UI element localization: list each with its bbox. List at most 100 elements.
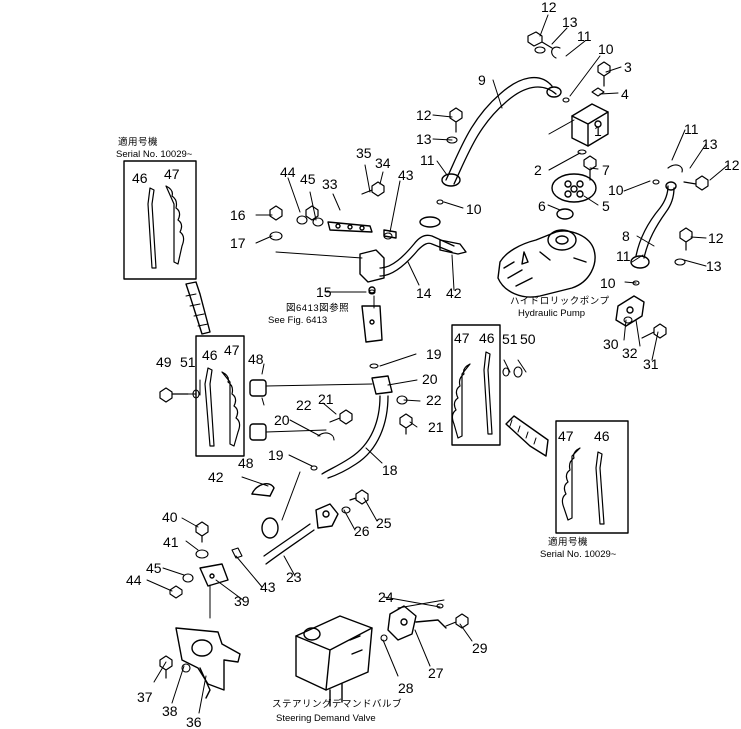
clamp-42 — [251, 483, 275, 497]
valve-caption-jp: ステアリングデマンドバルブ — [272, 699, 403, 710]
callout: 11 — [684, 121, 699, 137]
strap-parts — [147, 185, 605, 525]
callout: 4 — [621, 86, 629, 102]
see-fig-en: See Fig. 6413 — [268, 315, 328, 326]
pump-caption-en: Hydraulic Pump — [518, 308, 586, 319]
callout: 8 — [622, 228, 630, 244]
callout: 39 — [234, 593, 250, 609]
callout: 6 — [538, 198, 546, 214]
bracket-39 — [199, 563, 229, 587]
o-ring-6 — [556, 208, 574, 220]
clamp-42-base — [251, 493, 271, 497]
callout: 13 — [562, 14, 578, 30]
callout: 28 — [398, 680, 414, 696]
callout: 51 — [180, 354, 196, 370]
callout: 43 — [398, 167, 414, 183]
callout: 1 — [594, 123, 602, 139]
callout: 2 — [534, 162, 542, 178]
callout: 5 — [602, 198, 610, 214]
callout: 15 — [316, 284, 332, 300]
callout: 10 — [608, 182, 624, 198]
hose-9 — [441, 76, 562, 187]
pump-block-1 — [571, 103, 609, 147]
arrows — [185, 281, 549, 457]
see-fig-jp: 図6413図参照 — [286, 303, 350, 314]
callout: 42 — [446, 285, 462, 301]
callout: 21 — [318, 391, 334, 407]
callout: 49 — [156, 354, 172, 370]
callout: 47 — [454, 330, 470, 346]
callout: 33 — [322, 176, 338, 192]
callout: 47 — [558, 428, 574, 444]
callout: 25 — [376, 515, 392, 531]
callout: 22 — [296, 397, 312, 413]
callout: 13 — [706, 258, 722, 274]
callout: 31 — [643, 356, 659, 372]
connector-lines — [209, 251, 445, 619]
callout: 12 — [708, 230, 724, 246]
pipe-14 — [379, 216, 467, 277]
callout: 45 — [146, 560, 162, 576]
callout: 18 — [382, 462, 398, 478]
callout: 17 — [230, 235, 246, 251]
hose-18 — [321, 375, 393, 479]
callout: 46 — [594, 428, 610, 444]
callout: 37 — [137, 689, 153, 705]
callout: 27 — [428, 665, 444, 681]
callout: 11 — [577, 28, 592, 44]
callout: 21 — [428, 419, 444, 435]
callout: 20 — [274, 412, 290, 428]
adapter-27 — [387, 605, 447, 641]
callout: 47 — [164, 166, 180, 182]
callout: 48 — [248, 351, 264, 367]
callout: 10 — [600, 275, 616, 291]
callout: 46 — [202, 347, 218, 363]
callout: 10 — [466, 201, 482, 217]
callout: 22 — [426, 392, 442, 408]
callout: 14 — [416, 285, 432, 301]
callout: 47 — [224, 342, 240, 358]
callout: 20 — [422, 371, 438, 387]
callout: 42 — [208, 469, 224, 485]
serial-caption-left-en: Serial No. 10029~ — [116, 149, 193, 160]
fitting-block — [359, 249, 385, 343]
bracket-30 — [615, 295, 645, 327]
plate-5 — [551, 173, 597, 203]
callout: 13 — [702, 136, 718, 152]
bracket-33 — [327, 221, 397, 239]
callout: 23 — [286, 569, 302, 585]
callout: 46 — [132, 170, 148, 186]
pump-caption-jp: ハイドロリックポンプ — [510, 296, 610, 307]
callout: 19 — [268, 447, 284, 463]
callout: 34 — [375, 155, 391, 171]
callout: 19 — [426, 346, 442, 362]
callout: 16 — [230, 207, 246, 223]
callout: 26 — [354, 523, 370, 539]
serial-caption-right-jp: 適用号機 — [548, 537, 589, 548]
callout: 44 — [280, 164, 296, 180]
callout: 48 — [238, 455, 254, 471]
callout: 11 — [420, 152, 435, 168]
callout: 12 — [724, 157, 740, 173]
callout: 36 — [186, 714, 202, 729]
bracket-36 — [175, 627, 241, 699]
hydraulic-pump — [497, 229, 596, 298]
callout: 3 — [624, 59, 632, 75]
bolts — [159, 31, 709, 679]
callout: 38 — [162, 703, 178, 719]
callout: 11 — [616, 248, 631, 264]
callout: 40 — [162, 509, 178, 525]
callout: 13 — [416, 131, 432, 147]
spacers-48 — [249, 379, 267, 441]
kit-boxes — [123, 160, 629, 534]
callout: 32 — [622, 345, 638, 361]
callout: 43 — [260, 579, 276, 595]
washers — [169, 46, 686, 673]
pipe-23 — [261, 503, 339, 565]
callout: 30 — [603, 336, 619, 352]
callout: 24 — [378, 589, 394, 605]
serial-caption-right-en: Serial No. 10029~ — [540, 549, 617, 560]
callout: 50 — [520, 331, 536, 347]
steering-demand-valve — [295, 615, 373, 707]
